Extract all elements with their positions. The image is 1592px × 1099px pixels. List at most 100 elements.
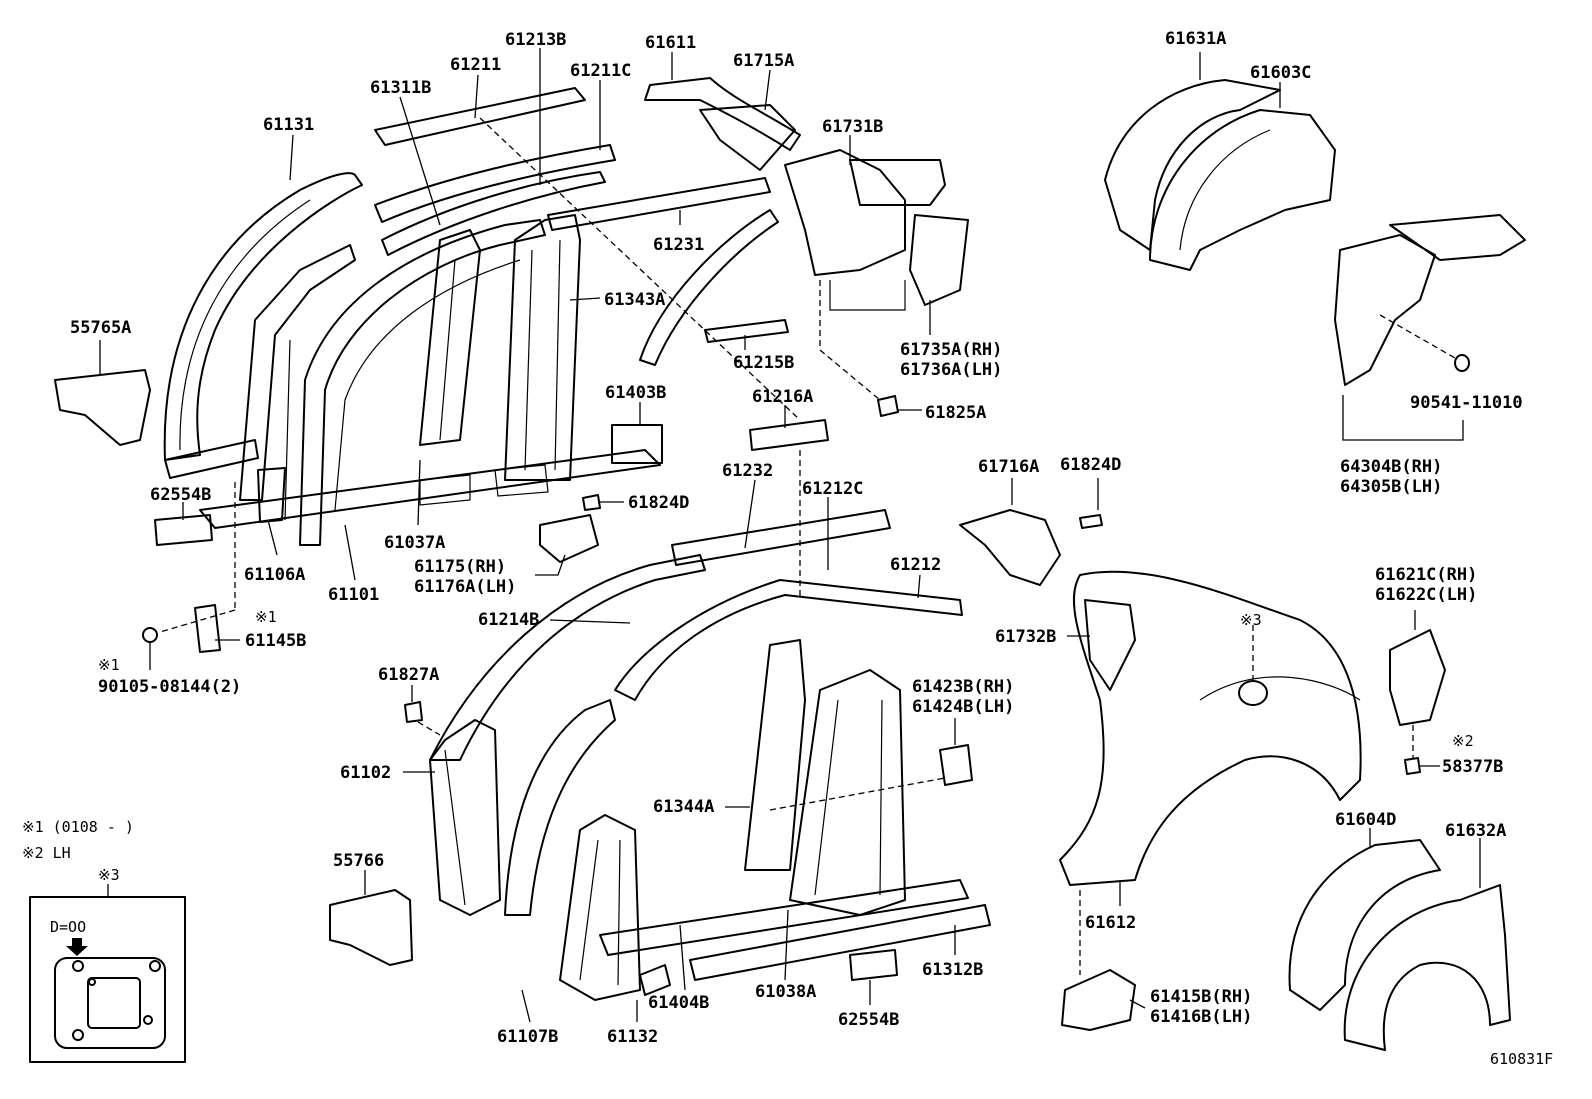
part-61612 (1059, 570, 1362, 886)
label-61312b: 61312B (922, 960, 983, 980)
inset-detail: ※3 D=OO (29, 866, 186, 1063)
part-90541 (1454, 354, 1470, 372)
part-61604d (1288, 839, 1441, 1011)
mark-1-bracket: ※1 (255, 608, 277, 626)
right-upper-parts (1104, 79, 1526, 386)
diagram-code: 610831F (1490, 1050, 1553, 1068)
inset-panel (54, 957, 166, 1049)
part-61632a (1343, 884, 1511, 1051)
label-61106a: 61106A (244, 565, 305, 585)
label-61211c: 61211C (570, 61, 631, 81)
label-64305b: 64305B(LH) (1340, 477, 1442, 497)
label-61404b: 61404B (648, 993, 709, 1013)
label-61603c: 61603C (1250, 63, 1311, 83)
part-62554b-lower (849, 949, 898, 981)
label-61827a: 61827A (378, 665, 439, 685)
dashed-lines (159, 117, 1456, 975)
mark-2: ※2 (1452, 732, 1474, 750)
part-61423b (939, 744, 973, 786)
left-body-frame (163, 77, 969, 546)
inset-label: D=OO (50, 918, 86, 936)
notes: ※1 (0108 - ) ※2 LH (22, 818, 134, 862)
leader-lines (99, 48, 1481, 1023)
label-61175: 61175(RH) (414, 557, 506, 577)
part-61824d-a (582, 494, 601, 511)
part-55765a (54, 369, 151, 446)
label-61736a: 61736A(LH) (900, 360, 1002, 380)
right-lower-parts (959, 509, 1511, 1051)
label-61403b: 61403B (605, 383, 666, 403)
part-61716a (959, 509, 1061, 586)
part-61824d-b (1079, 514, 1103, 529)
label-61604d: 61604D (1335, 810, 1396, 830)
label-90541: 90541-11010 (1410, 393, 1523, 413)
label-58377b: 58377B (1442, 757, 1503, 777)
label-61344a: 61344A (653, 797, 714, 817)
label-61102: 61102 (340, 763, 391, 783)
label-61216a: 61216A (752, 387, 813, 407)
part-61827a (404, 701, 423, 723)
label-55765a: 55765A (70, 318, 131, 338)
label-61735a: 61735A(RH) (900, 340, 1002, 360)
label-61131: 61131 (263, 115, 314, 135)
part-labels: 61213B 61611 61211 61211C 61715A 61311B … (70, 29, 1553, 1068)
label-61231: 61231 (653, 235, 704, 255)
label-61176a: 61176A(LH) (414, 577, 516, 597)
label-61731b: 61731B (822, 117, 883, 137)
label-61215b: 61215B (733, 353, 794, 373)
part-61732b (1084, 599, 1136, 691)
label-61621c: 61621C(RH) (1375, 565, 1477, 585)
label-61232: 61232 (722, 461, 773, 481)
label-61716a: 61716A (978, 457, 1039, 477)
label-61715a: 61715A (733, 51, 794, 71)
label-61632a: 61632A (1445, 821, 1506, 841)
part-61631a (1104, 79, 1281, 251)
note-2: ※2 LH (22, 844, 71, 862)
label-61211: 61211 (450, 55, 501, 75)
label-61212c: 61212C (802, 479, 863, 499)
label-61611: 61611 (645, 33, 696, 53)
label-64304b: 64304B(RH) (1340, 457, 1442, 477)
label-61214b: 61214B (478, 610, 539, 630)
label-62554b-lower: 62554B (838, 1010, 899, 1030)
label-61038a: 61038A (755, 982, 816, 1002)
label-61824d-b: 61824D (1060, 455, 1121, 475)
bolt-90105 (142, 627, 158, 643)
label-90105: 90105-08144(2) (98, 677, 241, 697)
label-61732b: 61732B (995, 627, 1056, 647)
label-55766: 55766 (333, 851, 384, 871)
label-61424b: 61424B(LH) (912, 697, 1014, 717)
label-61416b: 61416B(LH) (1150, 1007, 1252, 1027)
part-61603c (1149, 109, 1336, 271)
label-61311b: 61311B (370, 78, 431, 98)
label-61631a: 61631A (1165, 29, 1226, 49)
label-61132: 61132 (607, 1027, 658, 1047)
part-55766 (329, 889, 413, 966)
mark-1-bolt: ※1 (98, 656, 120, 674)
arrow-down-icon (66, 938, 88, 956)
part-61621c (1389, 629, 1446, 726)
part-61145b (194, 604, 221, 653)
label-61825a: 61825A (925, 403, 986, 423)
part-61825a (877, 395, 899, 417)
label-61145b: 61145B (245, 631, 306, 651)
label-61213b: 61213B (505, 30, 566, 50)
part-61415b (1061, 969, 1136, 1031)
part-64304b (1334, 234, 1436, 386)
center-body-frame (329, 509, 991, 1001)
inset-frame (29, 896, 186, 1063)
label-61037a: 61037A (384, 533, 445, 553)
note-1: ※1 (0108 - ) (22, 818, 134, 836)
label-61212: 61212 (890, 555, 941, 575)
label-61343a: 61343A (604, 290, 665, 310)
label-61622c: 61622C(LH) (1375, 585, 1477, 605)
part-58377b (1404, 757, 1421, 775)
label-61824d-a: 61824D (628, 493, 689, 513)
label-62554b-upper: 62554B (150, 485, 211, 505)
mark-3-panel: ※3 (1240, 611, 1262, 629)
mark-3-box: ※3 (98, 866, 120, 884)
part-61216a (749, 419, 829, 451)
part-62554b-upper (154, 514, 213, 546)
label-61423b: 61423B(RH) (912, 677, 1014, 697)
